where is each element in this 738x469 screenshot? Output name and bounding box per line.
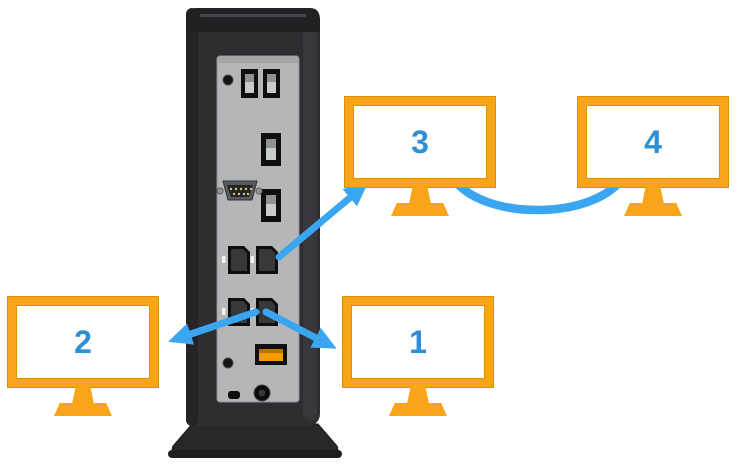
monitor-1-screen: 1 (343, 297, 493, 387)
monitor-4-label: 4 (644, 124, 662, 160)
lock-slot-icon (228, 391, 240, 399)
monitor-3-label: 3 (411, 124, 429, 160)
device-stand (168, 423, 342, 458)
monitor-1-stand-neck (407, 387, 429, 404)
usb-port-top-1 (241, 69, 258, 98)
monitor-3-screen: 3 (345, 97, 495, 187)
daisy-chain-curve-monitor3-monitor4 (447, 167, 631, 215)
monitor-2: 2 (8, 297, 158, 416)
monitor-2-stand-neck (72, 387, 94, 404)
powered-usb-port (255, 344, 287, 365)
usb-port-top-2 (263, 69, 280, 98)
monitor-4-screen: 4 (578, 97, 728, 187)
monitor-1-stand-base (389, 403, 447, 416)
monitor-3-stand-neck (409, 187, 431, 204)
monitor-4: 4 (578, 97, 728, 216)
displayport-upper-left (222, 246, 250, 274)
power-jack (253, 384, 271, 402)
displayport-upper-right (250, 246, 278, 274)
monitor-1: 1 (343, 297, 493, 416)
panel-screws (222, 74, 234, 369)
monitor-4-stand-neck (642, 187, 664, 204)
serial-port (216, 180, 263, 201)
monitor-2-screen: 2 (8, 297, 158, 387)
monitor-1-label: 1 (409, 324, 427, 360)
monitor-2-stand-base (54, 403, 112, 416)
monitor-4-stand-base (624, 203, 682, 216)
usb-port-right-2 (261, 189, 281, 222)
usb-port-right-1 (261, 133, 281, 166)
monitor-3: 3 (345, 97, 495, 216)
monitor-3-stand-base (391, 203, 449, 216)
arrow-to-monitor-3 (275, 182, 369, 261)
monitor-2-label: 2 (74, 324, 92, 360)
arrow-to-monitor-1 (262, 308, 337, 349)
arrow-to-monitor-2 (168, 308, 260, 345)
